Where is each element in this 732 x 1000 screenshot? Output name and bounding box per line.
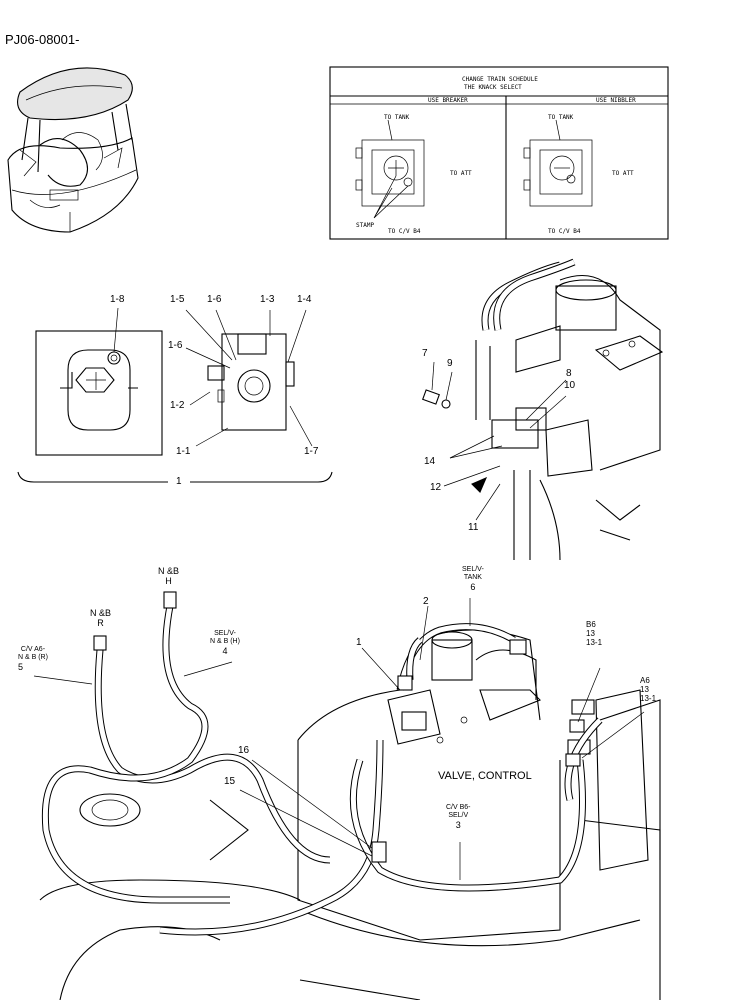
callout-cv-a6-num: 5 xyxy=(18,662,24,672)
callout-selv-tank-line1: SEL/V- xyxy=(462,566,484,573)
hose-routing-drawing xyxy=(33,591,661,1000)
schedule-left-stamp: STAMP xyxy=(356,222,375,229)
schedule-table-frame xyxy=(329,66,669,240)
schedule-right-to-cv: TO C/V B4 xyxy=(548,228,581,235)
callout-b6-13-1: 13-1 xyxy=(586,638,603,647)
callout-a6: A6 13 13-1 xyxy=(640,676,656,703)
schedule-left-to-tank: TO TANK xyxy=(384,114,410,121)
callout-selv-tank-num: 6 xyxy=(470,582,476,592)
callout-selv-h-num: 4 xyxy=(222,646,228,656)
part-label-1-2: 1-2 xyxy=(170,400,185,411)
part-label-1-5: 1-5 xyxy=(170,294,185,305)
callout-nb-h-line2: H xyxy=(165,576,172,586)
part-label-8: 8 xyxy=(566,368,572,379)
part-label-1-6-side: 1-6 xyxy=(168,340,183,351)
schedule-right-to-tank: TO TANK xyxy=(548,114,574,121)
part-label-1-8: 1-8 xyxy=(110,294,125,305)
schedule-right-to-att: TO ATT xyxy=(612,170,634,177)
callout-cv-b6-line2: SEL/V xyxy=(448,812,469,819)
callout-cv-b6-num: 3 xyxy=(455,820,461,830)
callout-b6-13: 13 xyxy=(586,629,595,638)
part-label-1-1: 1-1 xyxy=(176,446,191,457)
schedule-left-to-cv: TO C/V B4 xyxy=(388,228,421,235)
part-label-7: 7 xyxy=(422,348,428,359)
part-label-14: 14 xyxy=(424,456,436,467)
callout-selv-h-line2: N & B (H) xyxy=(210,638,240,645)
installed-valve-drawing xyxy=(422,258,664,561)
callout-a6-13: 13 xyxy=(640,685,649,694)
schedule-title-line2: THE KNACK SELECT xyxy=(464,84,522,91)
part-label-1-4: 1-4 xyxy=(297,294,312,305)
callout-nb-r-line2: R xyxy=(97,618,104,628)
callout-cv-a6: C/V A6- N & B (R) 5 xyxy=(18,646,48,672)
callout-selv-h-line1: SEL/V- xyxy=(214,630,236,637)
detail-valve-drawing xyxy=(17,307,333,483)
callout-b6-label: B6 xyxy=(586,620,596,629)
callout-b6: B6 13 13-1 xyxy=(586,620,602,647)
callout-cv-a6-line2: N & B (R) xyxy=(18,654,48,661)
schedule-col-right: USE NIBBLER xyxy=(596,97,636,104)
part-label-11: 11 xyxy=(468,522,479,533)
page-code: PJ06-08001- xyxy=(5,32,80,47)
part-label-1-7: 1-7 xyxy=(304,446,319,457)
cab-thumbnail xyxy=(7,67,139,233)
part-label-2: 2 xyxy=(423,596,429,607)
part-label-1-6-top: 1-6 xyxy=(207,294,222,305)
schedule-title-line1: CHANGE TRAIN SCHEDULE xyxy=(462,76,538,83)
callout-a6-label: A6 xyxy=(640,676,650,685)
callout-selv-h: SEL/V- N & B (H) 4 xyxy=(210,630,240,656)
callout-cv-a6-line1: C/V A6- xyxy=(20,646,46,653)
callout-nb-h-line1: N &B xyxy=(158,566,180,576)
part-label-10: 10 xyxy=(564,380,576,391)
part-label-1-main: 1 xyxy=(356,637,362,648)
schedule-left-to-att: TO ATT xyxy=(450,170,472,177)
part-label-12: 12 xyxy=(430,482,442,493)
callout-nb-h: N &B H xyxy=(158,566,179,586)
callout-selv-tank: SEL/V- TANK 6 xyxy=(462,566,484,592)
part-label-16: 16 xyxy=(238,745,250,756)
part-label-15: 15 xyxy=(224,776,236,787)
callout-cv-b6: C/V B6- SEL/V 3 xyxy=(446,804,471,830)
callout-nb-r-line1: N &B xyxy=(90,608,112,618)
part-label-9: 9 xyxy=(447,358,453,369)
callout-selv-tank-line2: TANK xyxy=(463,574,482,581)
callout-cv-b6-line1: C/V B6- xyxy=(446,804,471,811)
schedule-col-left: USE BREAKER xyxy=(428,97,468,104)
valve-control-label: VALVE, CONTROL xyxy=(438,770,532,782)
callout-nb-r: N &B R xyxy=(90,608,111,628)
part-group-label-1: 1 xyxy=(176,476,182,487)
part-label-1-3: 1-3 xyxy=(260,294,275,305)
callout-a6-13-1: 13-1 xyxy=(640,694,657,703)
